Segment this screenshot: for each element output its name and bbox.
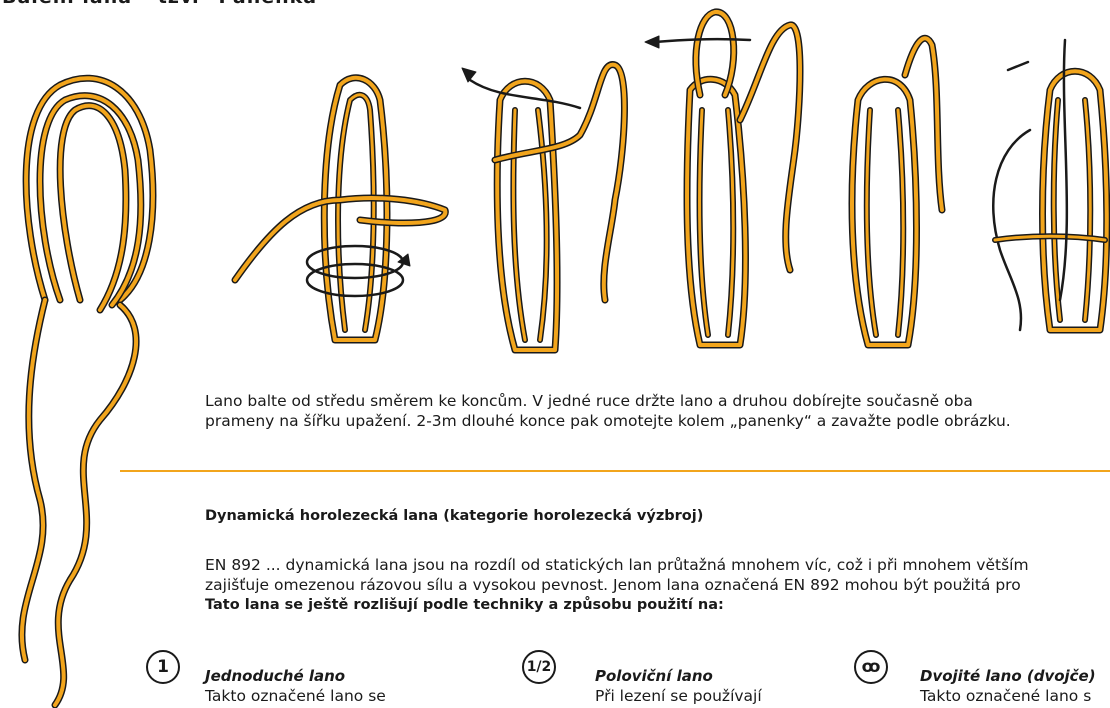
body-line-1: EN 892 ... dynamická lana jsou na rozdíl…	[205, 555, 1110, 575]
body-line-3: Tato lana se ještě rozlišují podle techn…	[205, 595, 1110, 615]
rope-figure-1	[22, 78, 153, 705]
single-rope-symbol-icon: 1	[146, 650, 180, 684]
category-desc-half-rope: Při lezení se používají	[595, 687, 762, 705]
section-body: EN 892 ... dynamická lana jsou na rozdíl…	[205, 555, 1110, 615]
rope-figure-5	[852, 38, 942, 345]
rope-figure-3	[462, 65, 624, 350]
rope-figure-4	[645, 12, 800, 345]
category-desc-single-rope: Takto označené lano se	[205, 687, 386, 705]
half-rope-symbol-icon: 1/2	[522, 650, 556, 684]
intro-line-1: Lano balte od středu směrem ke koncům. V…	[205, 391, 1110, 411]
category-name-twin-rope: Dvojité lano (dvojče)	[920, 667, 1096, 685]
category-name-single-rope: Jednoduché lano	[205, 667, 345, 685]
body-line-2: zajišťuje omezenou rázovou sílu a vysoko…	[205, 575, 1110, 595]
category-desc-twin-rope: Takto označené lano s	[920, 687, 1091, 705]
section-divider	[120, 470, 1110, 472]
twin-rope-symbol-icon: ꝏ	[854, 650, 888, 684]
rope-figure-2	[235, 78, 445, 340]
intro-text: Lano balte od středu směrem ke koncům. V…	[205, 391, 1110, 431]
category-name-half-rope: Poloviční lano	[595, 667, 713, 685]
rope-figure-6	[993, 40, 1107, 330]
intro-line-2: prameny na šířku upažení. 2-3m dlouhé ko…	[205, 411, 1110, 431]
section-heading: Dynamická horolezecká lana (kategorie ho…	[205, 508, 703, 524]
